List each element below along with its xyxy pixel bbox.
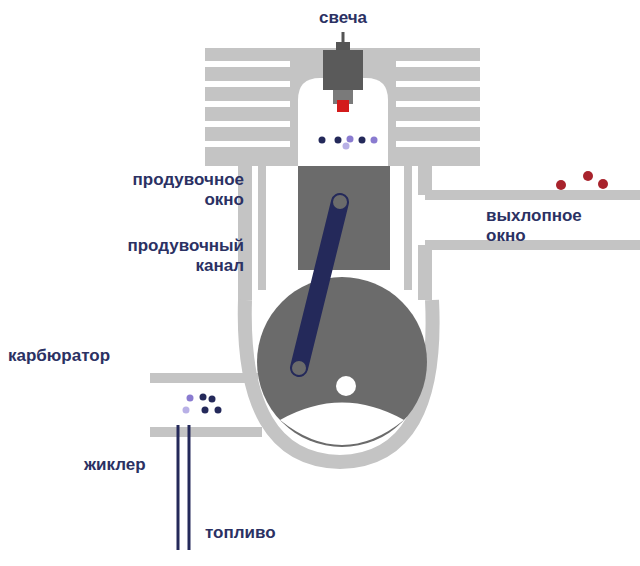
fin-gap bbox=[396, 61, 480, 67]
fuel-particles bbox=[183, 394, 222, 414]
combustion-chamber bbox=[298, 78, 388, 166]
connecting-rod bbox=[299, 202, 340, 368]
part-label: продувочное окно bbox=[104, 170, 244, 210]
fin-gap bbox=[205, 61, 290, 67]
part-label: карбюратор bbox=[8, 346, 148, 366]
jet-tube bbox=[178, 425, 189, 550]
carburetor-duct bbox=[150, 378, 262, 432]
piston-pin bbox=[333, 195, 347, 209]
fin-gap bbox=[205, 121, 290, 127]
part-label: топливо bbox=[205, 523, 325, 543]
fin-gap bbox=[396, 141, 480, 147]
crank-shaft bbox=[336, 376, 356, 396]
cylinder-head bbox=[205, 48, 480, 166]
mixture-particles bbox=[319, 136, 378, 150]
fin-gap bbox=[396, 121, 480, 127]
exhaust-particles bbox=[556, 171, 608, 190]
part-label: выхлопное окно bbox=[486, 206, 626, 246]
fin-gap bbox=[205, 81, 290, 87]
fin-gap bbox=[396, 101, 480, 107]
part-label: свеча bbox=[283, 8, 403, 28]
part-label: продувочный канал bbox=[94, 236, 244, 276]
exhaust-duct bbox=[425, 195, 640, 245]
fin-gap bbox=[396, 81, 480, 87]
part-label: жиклер bbox=[84, 455, 174, 475]
fin-gap bbox=[205, 101, 290, 107]
head-block bbox=[205, 48, 480, 166]
crank-pin bbox=[292, 361, 306, 375]
fin-gap bbox=[205, 141, 290, 147]
spark-plug bbox=[323, 32, 363, 112]
crank-disc bbox=[257, 277, 427, 447]
crank-cutout bbox=[280, 403, 404, 446]
